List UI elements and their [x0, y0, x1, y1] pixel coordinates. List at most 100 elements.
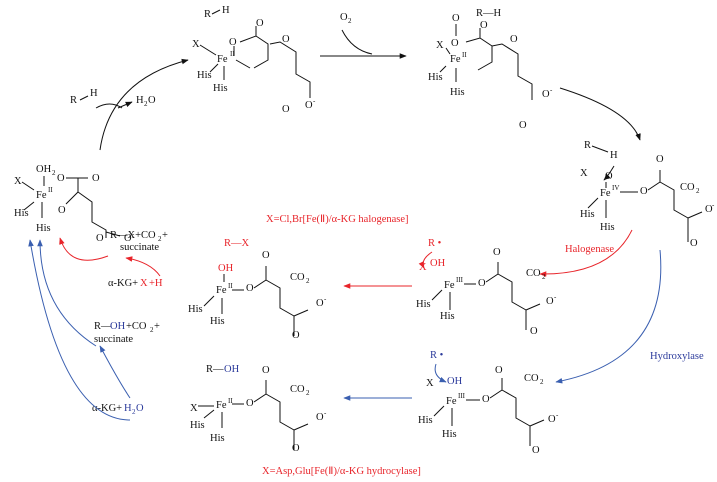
carboxylate-o-minus-2: O	[542, 89, 550, 100]
hydroxylase-side-products: R— OH +CO 2 + succinate α-KG+ H 2 O	[92, 321, 160, 416]
his-ligand-8: His	[440, 311, 455, 322]
rh-in-h: H	[90, 88, 98, 99]
halogenase-label: Halogenase	[565, 244, 614, 255]
rh-in-bond	[79, 95, 89, 101]
fe-center-8: Fe	[36, 190, 47, 201]
rx-co2-text: R—X+CO	[110, 230, 156, 241]
succinate-carbonyl-o-5: O	[262, 250, 270, 261]
oh-ligand-center: OH	[218, 263, 234, 274]
succinate-carbonyl-o-7: O	[495, 365, 503, 376]
succinate-o-minus-10: O	[316, 412, 324, 423]
akg-o-left: O	[57, 173, 65, 184]
product-r-x: R—X	[224, 238, 250, 249]
substrate-binding-arrow	[99, 58, 189, 151]
halogenase-arrow	[539, 229, 633, 277]
his-ligand-1: His	[197, 70, 212, 81]
fe-oxidation-state-5: II	[228, 282, 233, 290]
fe-center: Fe	[217, 54, 228, 65]
fe-center-6: Fe	[446, 396, 457, 407]
his-ligand-7: His	[416, 299, 431, 310]
his-ligand-4: His	[450, 87, 465, 98]
akg-carboxylate-o-left: O	[96, 233, 104, 244]
halogenase-complex-bonds	[431, 262, 541, 330]
hydroxylase-arrow	[555, 249, 662, 384]
red-return-arrow	[59, 237, 109, 261]
complex-fe-superoxo: R—H O X O Fe II His His O O O O -	[428, 8, 553, 131]
carboxylate-o: O	[282, 104, 290, 115]
substrate-h-label: H	[222, 5, 230, 16]
succinate-carbonyl-o-3: O	[493, 247, 501, 258]
o-ligand: O	[229, 37, 237, 48]
complex-fe-ii-akg-substrate: R H X Fe II O His His O O O O -	[192, 5, 316, 115]
fe-oxidation-state-3: IV	[612, 184, 619, 192]
carbonyl-o-2: O	[282, 34, 290, 45]
minus-sign-4: -	[554, 293, 557, 301]
co2-released: CO	[680, 182, 695, 193]
hydroxylase-complex-bonds	[433, 378, 545, 446]
radical-r-red: R •	[428, 238, 442, 249]
arrow-to-ferryl	[559, 87, 641, 141]
his-ligand-2: His	[213, 83, 228, 94]
his-ligand-12: His	[442, 429, 457, 440]
succinate-carbonyl-o-9: O	[262, 365, 270, 376]
carbonyl-o-3: O	[480, 20, 488, 31]
co2-subscript: 2	[696, 187, 700, 195]
co2-released-2: CO	[526, 268, 541, 279]
co2-released-3: CO	[524, 373, 539, 384]
center-complex-bonds	[203, 266, 309, 336]
co2-subscript-3: 2	[540, 378, 544, 386]
o2-incoming-curve	[341, 29, 373, 55]
his-ligand-5: His	[580, 209, 595, 220]
complex-fe-ii-resting: OH 2 X Fe II His His O O O O O -	[14, 164, 135, 244]
roh-oh: OH	[110, 321, 126, 332]
succinate-o-minus-6: O	[316, 298, 324, 309]
rx-co2-plus: +	[162, 230, 168, 241]
succinate-o-4: O	[530, 326, 538, 337]
h2o-out-sub: 2	[144, 100, 148, 108]
his-ligand-13: His	[190, 420, 205, 431]
complex-fe-iv-oxo: R H X O Fe IV His His O O CO 2 O O -	[580, 140, 715, 249]
carboxylate-o-2: O	[519, 120, 527, 131]
substrate-rh-label-2: R—H	[476, 8, 502, 19]
succinate-label-red: succinate	[120, 242, 159, 253]
succinate-o-2: O	[690, 238, 698, 249]
roh-r: R—	[94, 321, 112, 332]
red-release-arrow	[125, 256, 161, 277]
o2-label: O	[340, 12, 348, 23]
complex-fe-ii-hydroxylation-product: R— OH X Fe II His His O O CO 2 O O -	[190, 364, 327, 454]
minus-sign-10: -	[324, 409, 327, 417]
x-ligand: X	[192, 39, 200, 50]
minus-sign-3: -	[712, 201, 715, 209]
succinate-o-3: O	[478, 278, 486, 289]
succinate-o-8: O	[532, 445, 540, 456]
radical-r-blue: R •	[430, 350, 444, 361]
resting-complex-bonds	[21, 176, 121, 238]
succinate-o-7: O	[482, 394, 490, 405]
succinate-o-10: O	[292, 443, 300, 454]
x-ligand-3: X	[580, 168, 588, 179]
halogenase-note: X=Cl,Br[Fe(Ⅱ)/α-KG halogenase]	[266, 214, 409, 225]
oxo-o: O	[605, 171, 613, 182]
superoxo-o: O	[451, 38, 459, 49]
co2-center: CO	[290, 272, 305, 283]
fe-oxidation-state-2: II	[462, 51, 467, 59]
fe-oxidation-state: II	[230, 50, 235, 58]
oh2-ligand: OH	[36, 164, 52, 175]
co2-center-sub-2: 2	[306, 389, 310, 397]
h2o-out-h: H	[136, 95, 144, 106]
roh-plus: +	[154, 321, 160, 332]
superoxo-o-top: O	[452, 13, 460, 24]
h-abstraction-arrow	[603, 165, 615, 181]
x-ligand-blue: X	[426, 378, 434, 389]
h2o-out-o: O	[148, 95, 156, 106]
o2-binding-step: O 2	[320, 12, 407, 59]
fe-center-7: Fe	[216, 400, 227, 411]
succinate-o-minus-4: O	[546, 296, 554, 307]
substrate-binding-step: R H H 2 O	[70, 58, 189, 151]
oh2-subscript: 2	[52, 169, 56, 177]
carbonyl-o-4: O	[510, 34, 518, 45]
rh-in-r: R	[70, 95, 77, 106]
rh-in-curve	[95, 103, 123, 109]
h-plus-ion: +H	[149, 278, 163, 289]
substrate-r-label: R	[204, 9, 211, 20]
